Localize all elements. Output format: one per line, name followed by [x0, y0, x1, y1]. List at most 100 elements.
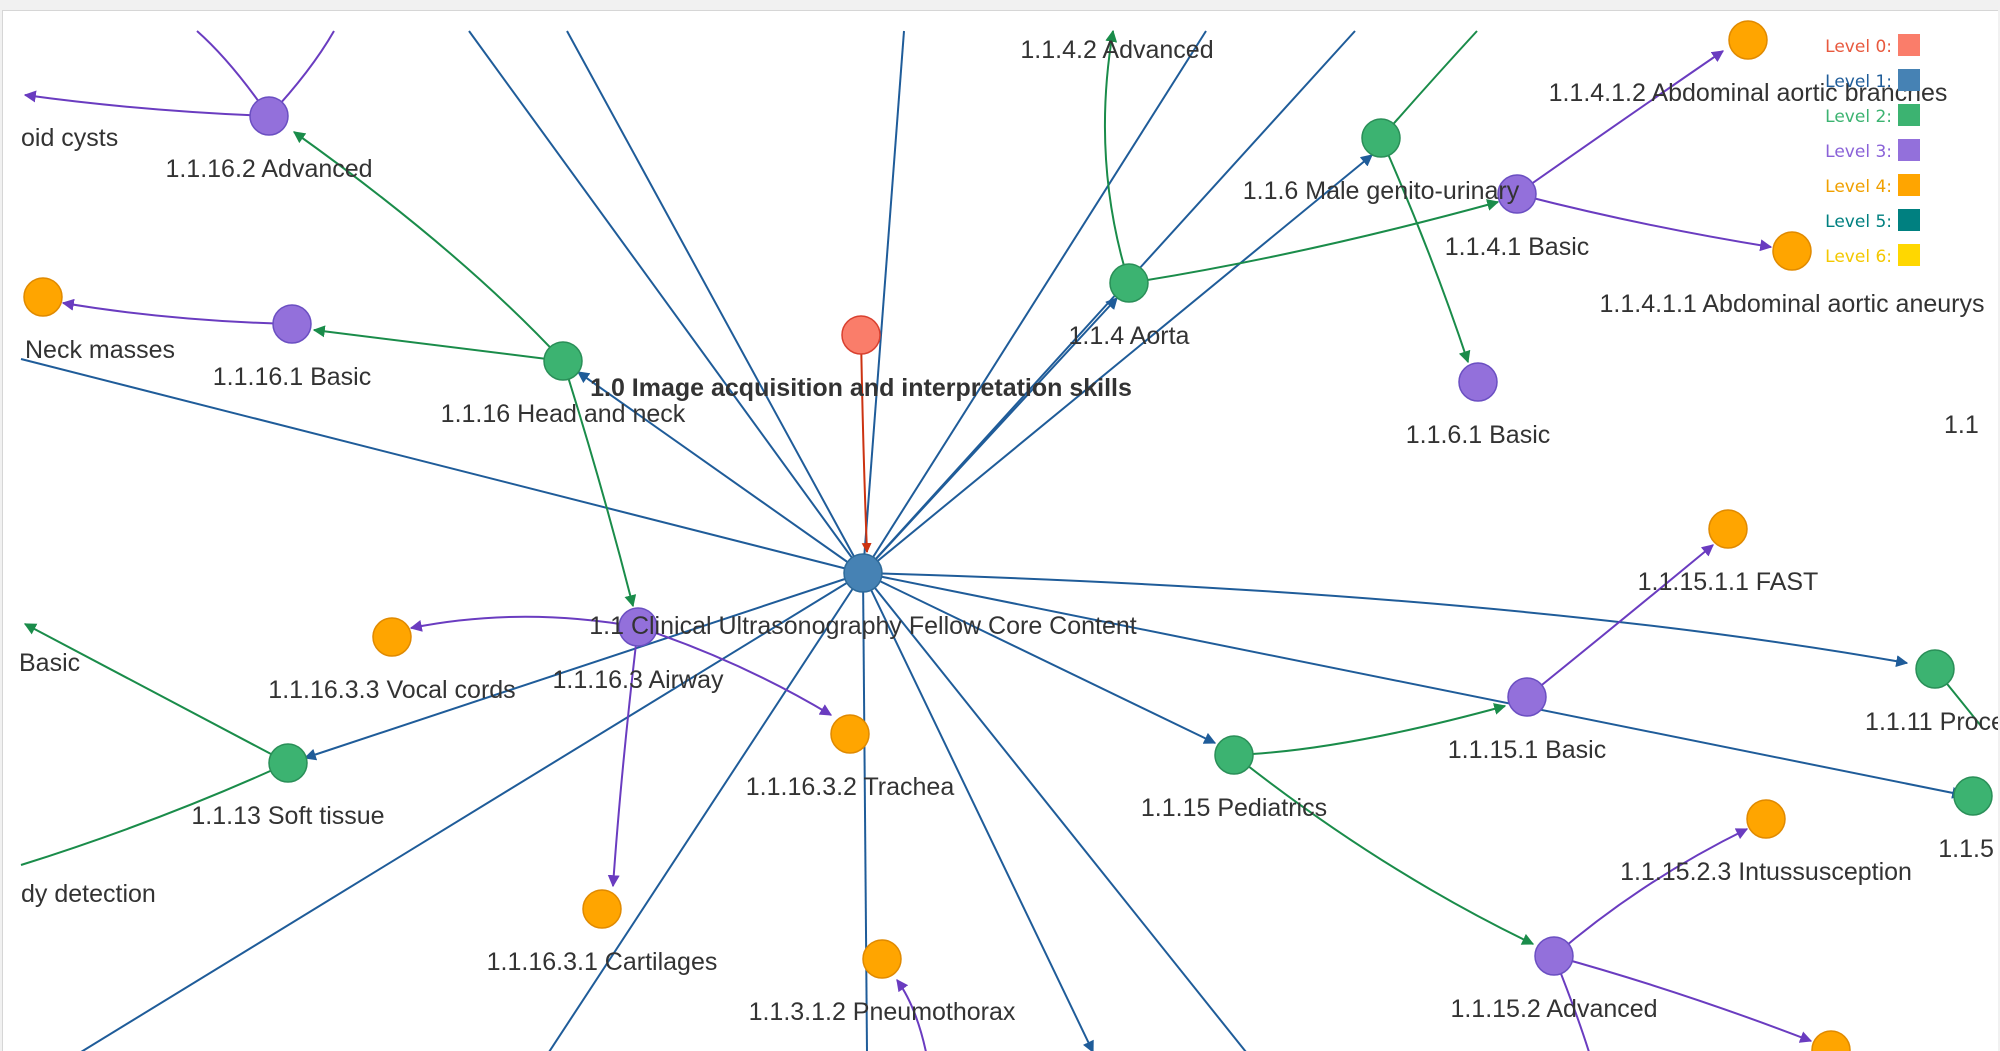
nodes — [23, 20, 1993, 1051]
edge-core-offscreen-4 — [862, 30, 1207, 574]
label-hn: 1.1.16 Head and neck — [441, 400, 686, 428]
label-hn-basic: 1.1.16.1 Basic — [213, 363, 371, 391]
node-neck-masses[interactable] — [23, 277, 63, 317]
edge-pedsadv-offscreen-a — [1553, 955, 1813, 1043]
label-n115: 1.1.5 I — [1938, 835, 1998, 863]
node-hn[interactable] — [543, 341, 583, 381]
node-aorta-aneurysm[interactable] — [1772, 231, 1812, 271]
edge-airway-cartilages — [607, 626, 639, 888]
legend-swatch-3 — [1898, 139, 1920, 161]
legend: Level 0: Level 1: Level 2: Level 3: Leve… — [1825, 34, 1920, 267]
node-male[interactable] — [1361, 118, 1401, 158]
edge-peds-adv — [1233, 754, 1535, 945]
edge-core-offscreen-9 — [862, 572, 868, 1051]
edge-aortabasic-aneurysm — [1516, 193, 1773, 252]
edge-airway-vocal — [409, 615, 639, 632]
edge-core-hn — [577, 371, 864, 574]
label-aorta-branches: 1.1.4.1.2 Abdominal aortic branches — [1549, 79, 1948, 107]
label-aorta-adv: 1.1.4.2 Advanced — [1020, 36, 1213, 64]
graph-canvas-frame[interactable]: oid cysts 1.1.16.2 Advanced Neck masses … — [2, 10, 1998, 1051]
label-airway: 1.1.16.3 Airway — [553, 666, 724, 694]
label-root: 1.0 Image acquisition and interpretation… — [590, 374, 1132, 402]
node-pneumo[interactable] — [862, 939, 902, 979]
node-root[interactable] — [841, 315, 881, 355]
edge-soft-offscreen — [20, 762, 289, 866]
node-intuss[interactable] — [1746, 799, 1786, 839]
node-soft[interactable] — [268, 743, 308, 783]
edge-hn-airway — [562, 360, 637, 608]
legend-swatch-6 — [1898, 244, 1920, 266]
node-hn-adv[interactable] — [249, 96, 289, 136]
label-fast: 1.1.15.1.1 FAST — [1638, 568, 1819, 596]
label-cysts: oid cysts — [21, 124, 118, 152]
edge-airway-trachea — [637, 626, 833, 716]
node-vocal[interactable] — [372, 617, 412, 657]
node-core[interactable] — [843, 553, 883, 593]
node-fast[interactable] — [1708, 509, 1748, 549]
node-aorta-basic[interactable] — [1497, 174, 1537, 214]
edge-core-offscreen-8 — [548, 572, 864, 1051]
label-pneumo: 1.1.3.1.2 Pneumothorax — [749, 998, 1016, 1026]
legend-swatch-2 — [1898, 104, 1920, 126]
label-trachea: 1.1.16.3.2 Trachea — [746, 773, 955, 801]
label-aorta-aneurysm: 1.1.4.1.1 Abdominal aortic aneurys — [1600, 290, 1985, 318]
edge-core-offscreen-6 — [20, 358, 864, 574]
edge-hn-basic — [312, 325, 564, 362]
label-hn-adv: 1.1.16.2 Advanced — [165, 155, 372, 183]
node-hn-basic[interactable] — [272, 304, 312, 344]
edge-core-soft — [303, 572, 864, 761]
edge-root-core — [860, 334, 872, 553]
edge-pedsadv-intuss — [1553, 828, 1749, 957]
edge-male-basic — [1380, 137, 1471, 364]
edge-hn-adv — [293, 131, 564, 362]
node-proc[interactable] — [1915, 649, 1955, 689]
label-proc: 1.1.11 Proce — [1865, 708, 1998, 736]
node-n115[interactable] — [1953, 776, 1993, 816]
edge-core-n115 — [862, 572, 1965, 799]
node-peds-adv[interactable] — [1534, 936, 1574, 976]
node-peds-adv-child[interactable] — [1811, 1030, 1851, 1051]
level1-edges — [20, 30, 1965, 1051]
hierarchy-graph[interactable]: oid cysts 1.1.16.2 Advanced Neck masses … — [2, 10, 1998, 1051]
node-trachea[interactable] — [830, 714, 870, 754]
legend-swatch-5 — [1898, 209, 1920, 231]
node-peds-basic[interactable] — [1507, 677, 1547, 717]
legend-label-5: Level 5: — [1825, 212, 1892, 232]
legend-label-2: Level 2: — [1825, 107, 1892, 127]
node-aorta-branches[interactable] — [1728, 20, 1768, 60]
label-soft: 1.1.13 Soft tissue — [191, 802, 384, 830]
node-aorta[interactable] — [1109, 263, 1149, 303]
legend-swatch-0 — [1898, 34, 1920, 56]
edge-soft-basic — [23, 623, 289, 764]
edge-core-proc — [862, 572, 1909, 668]
label-peds: 1.1.15 Pediatrics — [1141, 794, 1327, 822]
edge-core-male — [862, 154, 1373, 574]
edge-core-peds — [862, 572, 1217, 744]
node-cartilages[interactable] — [582, 889, 622, 929]
label-core: 1.1 Clinical Ultrasonography Fellow Core… — [589, 612, 1137, 640]
label-body-det: dy detection — [21, 880, 156, 908]
legend-label-3: Level 3: — [1825, 142, 1892, 162]
edge-aorta-adv — [1103, 29, 1130, 284]
edge-core-offscreen-7 — [80, 572, 864, 1051]
level3-edges — [23, 30, 1813, 1051]
edge-core-offscreen-11 — [862, 572, 1247, 1051]
label-peds-adv: 1.1.15.2 Advanced — [1450, 995, 1657, 1023]
edge-core-aorta — [862, 297, 1118, 574]
edge-aorta-basic — [1128, 199, 1500, 284]
edge-hnbasic-neck — [61, 298, 293, 325]
label-basic-left: Basic — [19, 649, 80, 677]
label-vocal: 1.1.16.3.3 Vocal cords — [268, 676, 515, 704]
node-airway[interactable] — [618, 607, 658, 647]
node-male-basic[interactable] — [1458, 362, 1498, 402]
label-peds-basic: 1.1.15.1 Basic — [1448, 736, 1606, 764]
legend-label-1: Level 1: — [1825, 72, 1892, 92]
label-cartilages: 1.1.16.3.1 Cartilages — [487, 948, 718, 976]
edge-peds-basic — [1233, 703, 1507, 756]
edge-aortabasic-branches — [1516, 50, 1724, 195]
edge-core-offscreen-10 — [862, 572, 1094, 1051]
node-peds[interactable] — [1214, 735, 1254, 775]
legend-label-6: Level 6: — [1825, 247, 1892, 267]
legend-swatch-1 — [1898, 69, 1920, 91]
label-male: 1.1.6 Male genito-urinary — [1243, 177, 1520, 205]
